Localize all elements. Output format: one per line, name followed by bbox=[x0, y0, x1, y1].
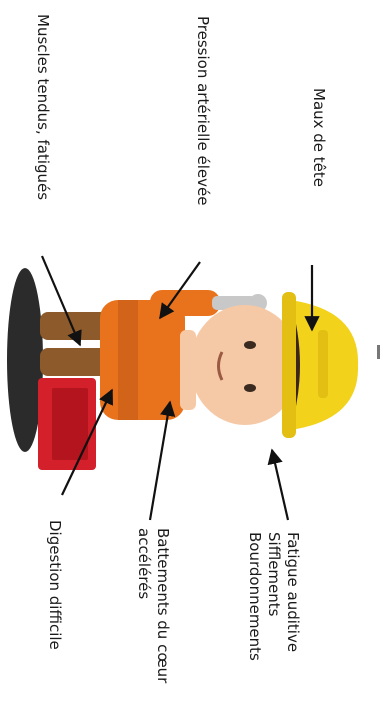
label-headache: Maux de tête bbox=[309, 88, 328, 187]
arrow-hearing bbox=[272, 450, 288, 520]
leg bbox=[40, 348, 108, 376]
scan-mark bbox=[377, 345, 380, 359]
label-tense-muscles: Muscles tendus, fatigués bbox=[33, 14, 52, 200]
leg bbox=[40, 312, 108, 340]
helmet-brim bbox=[282, 292, 296, 438]
label-heartbeat: Battements du cœur accélérés bbox=[134, 528, 172, 683]
base-shadow bbox=[7, 268, 43, 452]
label-hearing: Fatigue auditive Sifflements Bourdonneme… bbox=[245, 532, 302, 661]
label-digestion: Digestion difficile bbox=[45, 520, 64, 650]
uniform bbox=[100, 300, 185, 420]
arm bbox=[150, 290, 220, 316]
label-blood-pressure: Pression artérielle élevée bbox=[193, 16, 212, 205]
